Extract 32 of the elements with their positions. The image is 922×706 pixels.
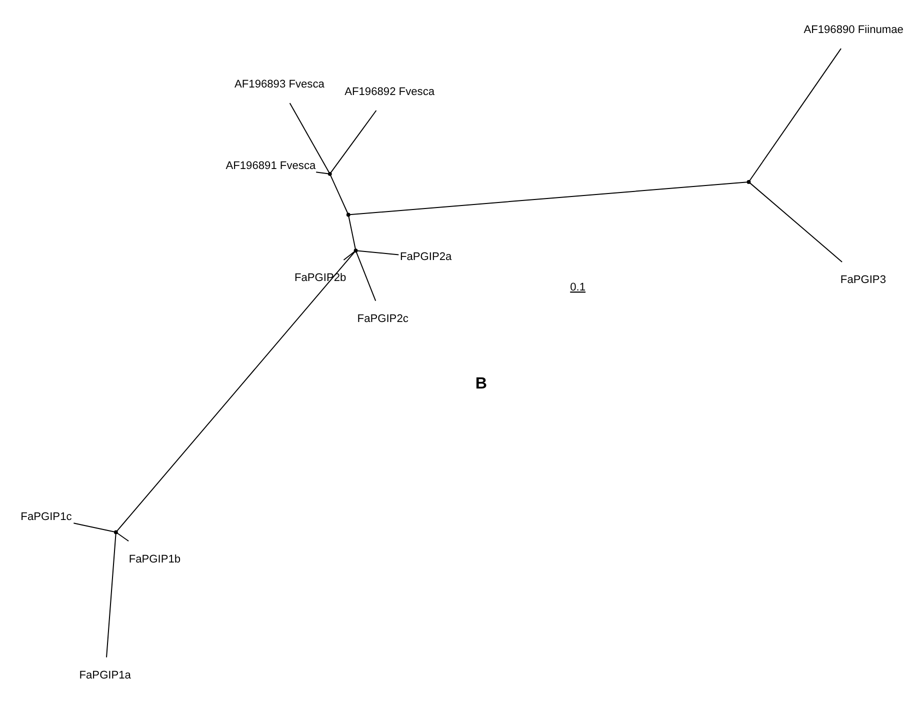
connector [748, 48, 841, 181]
connector [342, 251, 354, 260]
node-point [113, 530, 118, 534]
node-text: AF196890 Fiinumae [803, 24, 903, 36]
label: B [474, 374, 487, 392]
connector [749, 182, 842, 262]
connector [330, 110, 376, 173]
connector [116, 532, 128, 542]
connector [73, 522, 114, 532]
node-text: FaPGIP1c [20, 511, 72, 524]
connector [106, 534, 116, 658]
connector [316, 172, 328, 174]
label: 0.1 [570, 282, 586, 294]
node-point [346, 212, 350, 217]
connector [116, 252, 355, 532]
node-point [327, 172, 332, 176]
connector [348, 216, 356, 250]
connector [349, 182, 747, 216]
node-text: FaPGIP2a [399, 251, 452, 264]
connector [288, 102, 329, 173]
connector [355, 252, 376, 301]
node-text: FaPGIP3 [840, 274, 886, 286]
node-point [353, 248, 358, 253]
connector [330, 175, 348, 214]
node-point [746, 180, 750, 184]
node-text: FaPGIP1b [128, 553, 180, 566]
connector [356, 250, 398, 256]
node-text: AF196891 Fvesca [225, 160, 316, 172]
node-text: AF196893 Fvesca [234, 78, 324, 91]
node-text: FaPGIP1a [78, 669, 130, 682]
node-text: FaPGIP2c [356, 312, 408, 325]
node-text: AF196892 Fvesca [344, 86, 434, 98]
